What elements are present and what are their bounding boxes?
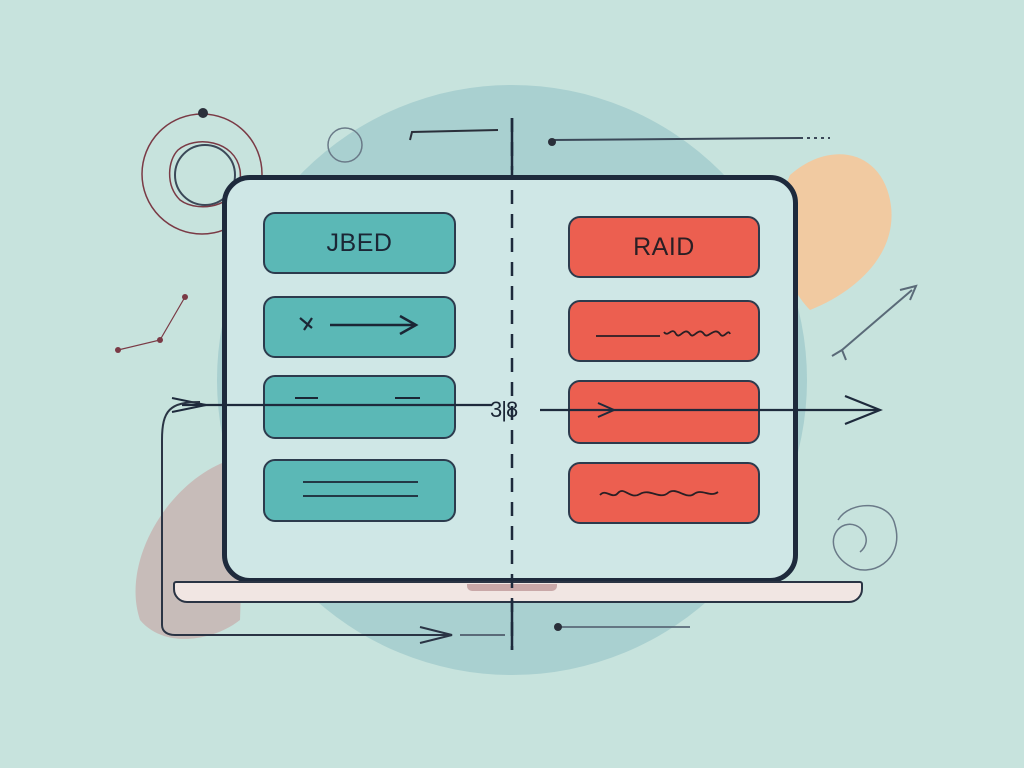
ring-dot	[198, 108, 208, 118]
raid-item-3	[568, 462, 760, 524]
raid-item-2	[568, 380, 760, 444]
raid-item-1	[568, 300, 760, 362]
jbed-item-1-glyph	[299, 317, 313, 331]
raid-item-1-glyph	[596, 330, 731, 337]
jbed-item-1	[263, 296, 456, 358]
jbed-card: JBED	[263, 212, 456, 274]
raid-card: RAID	[568, 216, 760, 278]
ring-inner	[174, 144, 236, 206]
top-left-pointer	[409, 129, 499, 141]
return-loop	[161, 401, 450, 636]
raid-title: RAID	[633, 232, 695, 261]
center-label: 3|8	[490, 397, 518, 422]
small-circle-icon	[327, 127, 363, 163]
jbed-item-2	[263, 375, 456, 439]
diagonal-arrow	[841, 289, 913, 351]
jbed-title: JBED	[326, 228, 393, 257]
top-right-line	[551, 137, 801, 141]
jbed-item-3	[263, 459, 456, 522]
orange-blob	[779, 154, 892, 310]
scribble-icon	[832, 504, 898, 571]
raid-item-3-glyph	[599, 490, 719, 497]
